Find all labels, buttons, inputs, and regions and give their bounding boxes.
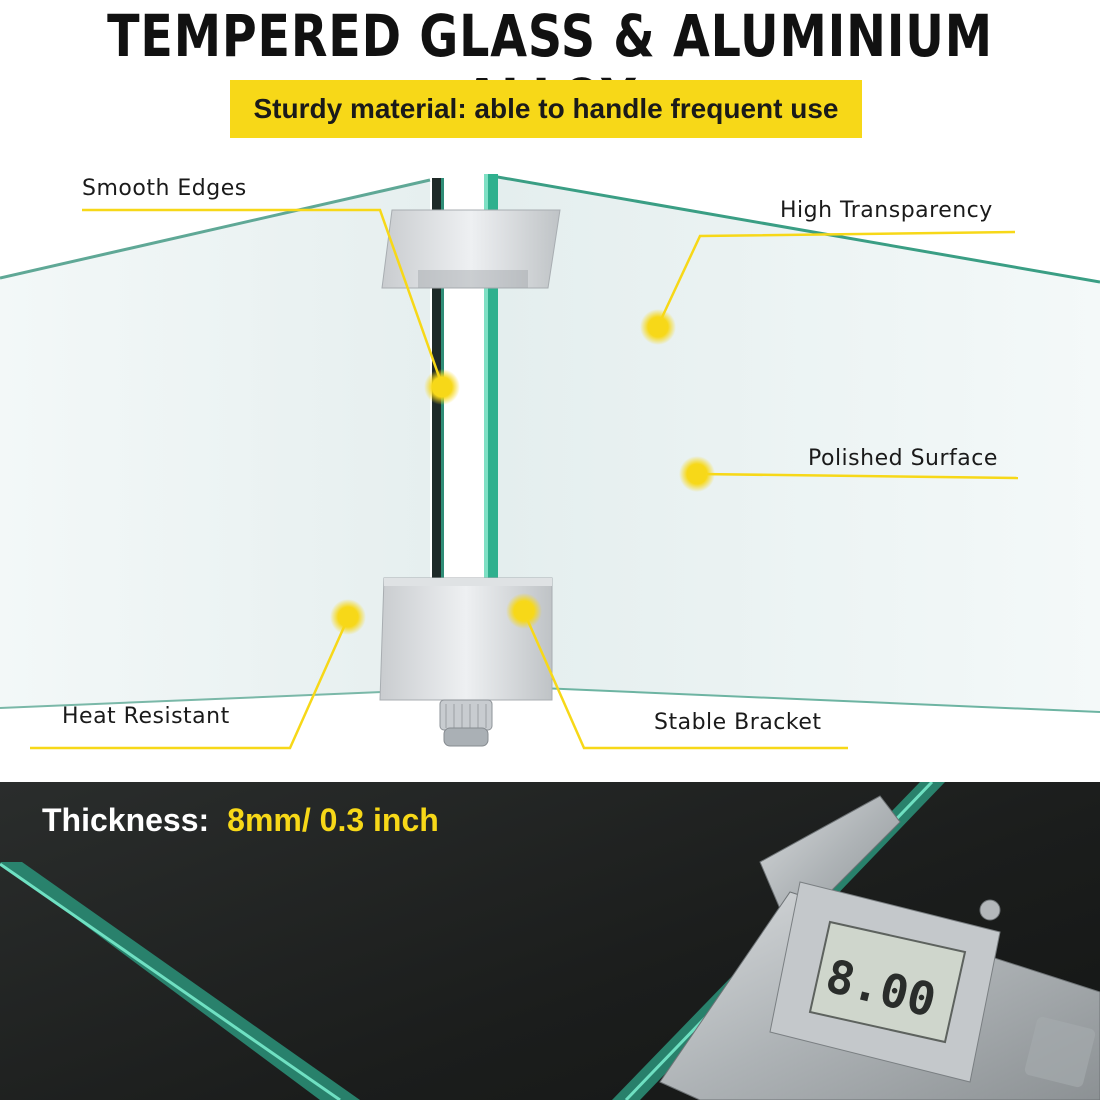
callout-stable-bracket: Stable Bracket [654,710,822,735]
glass-corner-illustration [0,174,1100,750]
caliper-illustration: 8.00 [0,782,1100,1100]
feature-dots [330,309,715,635]
thickness-value: 8mm/ 0.3 inch [227,802,439,838]
stable-bracket-leader [522,611,848,750]
callout-high-transparency: High Transparency [780,198,993,223]
glass-sheet-left [0,862,360,1100]
right-glass-pane [492,176,1100,712]
bracket-screw [439,699,493,731]
callout-heat-resistant: Heat Resistant [62,704,230,729]
left-glass-pane [0,180,430,708]
heat-resistant-leader [30,617,350,750]
polished-surface-leader [697,472,1019,480]
thickness-label: Thickness: [42,802,210,838]
subtitle-text: Sturdy material: able to handle frequent… [253,93,839,124]
top-bracket [381,209,561,289]
high-transparency-leader [656,230,1016,327]
thickness-panel: 8.00 Thickness: 8mm/ 0.3 inch [0,782,1100,1100]
callout-smooth-edges: Smooth Edges [82,176,247,201]
callout-polished-surface: Polished Surface [808,446,998,471]
caliper-lcd [808,920,967,1044]
smooth-edges-leader [82,208,444,386]
subtitle-banner: Sturdy material: able to handle frequent… [230,80,862,138]
thickness-spec: Thickness: 8mm/ 0.3 inch [42,802,439,839]
